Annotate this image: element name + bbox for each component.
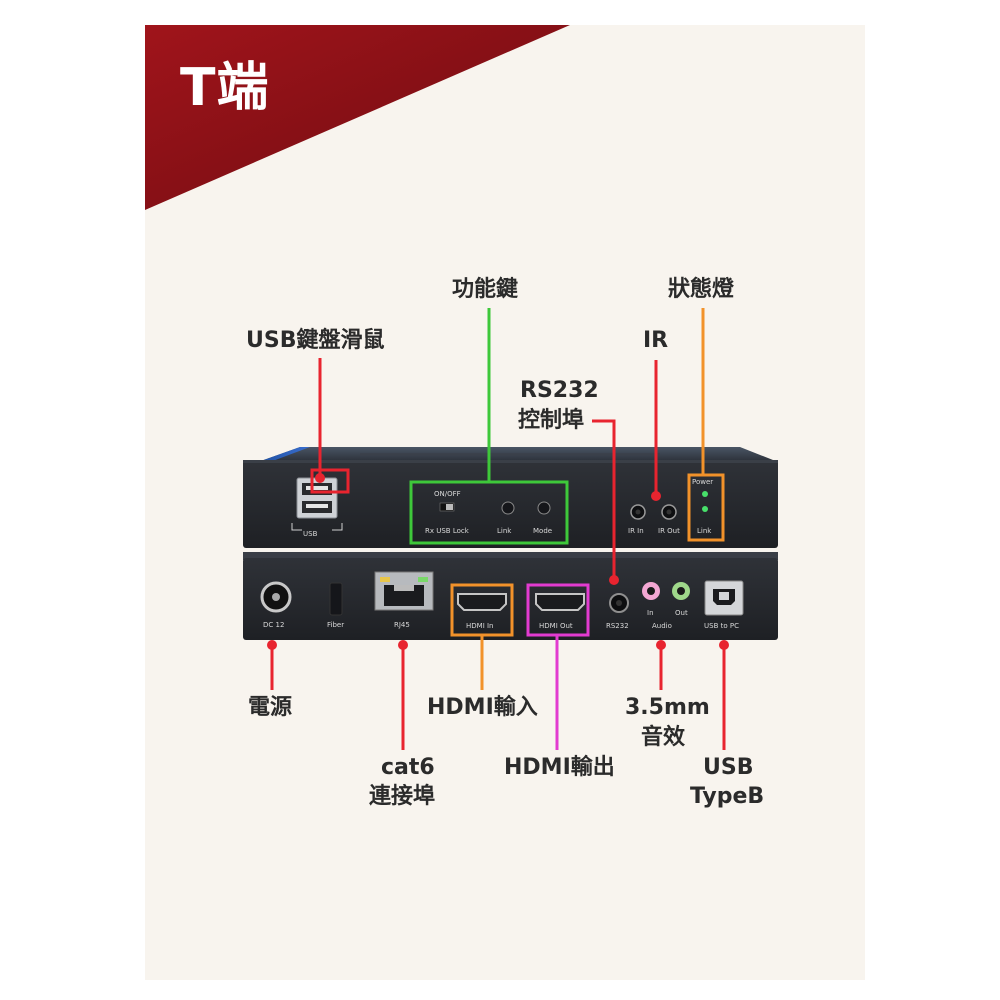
front-rx-usb-lock-label: Rx USB Lock <box>425 527 469 535</box>
front-link-label: Link <box>497 527 512 535</box>
callout-rs232-line1: RS232 <box>520 378 599 403</box>
front-unit <box>243 447 778 548</box>
rear-audio-in-label: In <box>647 609 654 617</box>
callout-cat6-line2: 連接埠 <box>369 784 436 809</box>
rear-rj45-label: RJ45 <box>394 621 410 629</box>
callout-power: 電源 <box>248 695 293 720</box>
callout-usb-keyboard-mouse: USB鍵盤滑鼠 <box>246 328 385 353</box>
callout-usb-b-line1: USB <box>703 755 754 780</box>
callout-usb-b-line2: TypeB <box>690 784 765 809</box>
banner-triangle <box>145 25 570 210</box>
callout-cat6-line1: cat6 <box>381 755 435 780</box>
callout-ir: IR <box>643 328 669 353</box>
usb-highlight-box <box>310 468 350 494</box>
usb-a-ports <box>296 477 338 519</box>
rear-usb-to-pc-label: USB to PC <box>704 622 739 630</box>
rear-rs232-label: RS232 <box>606 622 629 630</box>
front-power-label: Power <box>692 478 714 486</box>
front-usb-label: USB <box>303 530 318 538</box>
rear-audio-out-label: Out <box>675 609 688 617</box>
rear-fiber-label: Fiber <box>327 621 345 629</box>
callout-hdmi-out: HDMI輸出 <box>504 755 615 780</box>
callout-status-lights: 狀態燈 <box>668 277 735 302</box>
rear-audio-label: Audio <box>652 622 672 630</box>
callout-function-keys: 功能鍵 <box>452 277 519 302</box>
callout-audio-line2: 音效 <box>641 725 686 750</box>
front-ir-in-label: IR In <box>628 527 644 535</box>
status-lights-box <box>687 473 725 542</box>
front-onoff-label: ON/OFF <box>434 490 461 498</box>
banner-title: T端 <box>180 58 270 118</box>
callout-rs232-line2: 控制埠 <box>518 408 585 433</box>
callout-hdmi-in: HDMI輸入 <box>427 695 538 720</box>
front-led-link-label: Link <box>697 527 712 535</box>
rear-hdmi-in-label: HDMI In <box>466 622 494 630</box>
callout-audio-line1: 3.5mm <box>625 695 710 720</box>
rear-dc-label: DC 12 <box>263 621 285 629</box>
front-mode-label: Mode <box>533 527 553 535</box>
front-ir-out-label: IR Out <box>658 527 680 535</box>
rear-hdmi-out-label: HDMI Out <box>539 622 573 630</box>
